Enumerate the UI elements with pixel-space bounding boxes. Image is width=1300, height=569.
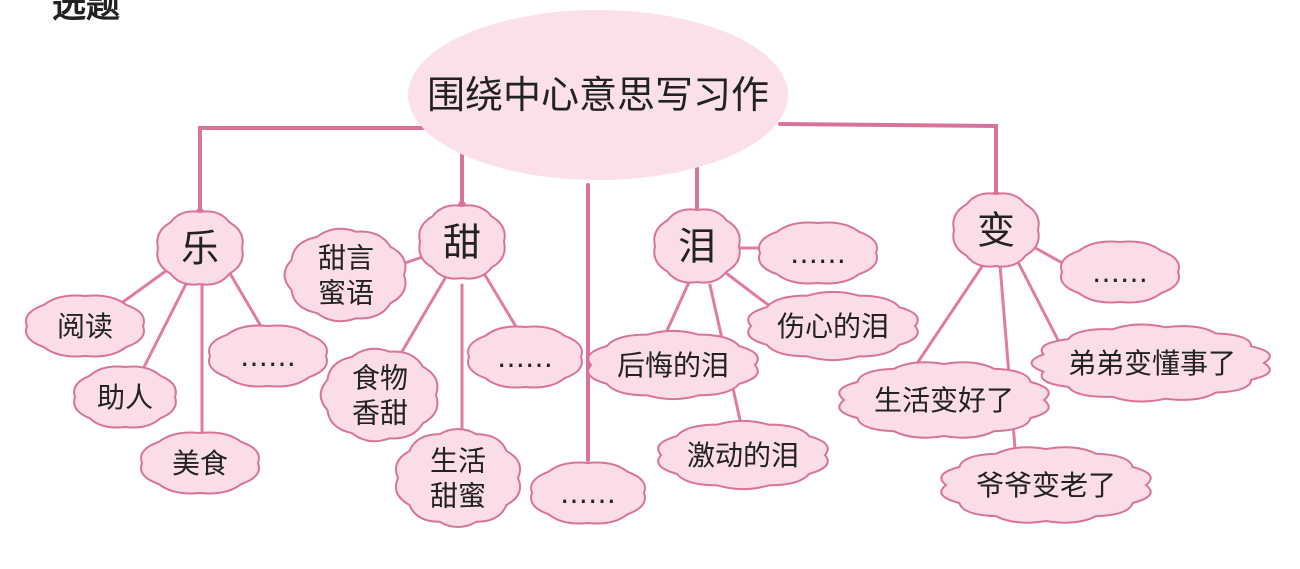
branch-le-cloud xyxy=(156,210,244,286)
leaf-le-more-label: …… xyxy=(240,340,296,373)
middle-more: …… xyxy=(530,461,646,525)
branch-tian-label: 甜 xyxy=(443,221,481,265)
branch-bian-cloud xyxy=(952,192,1040,268)
leaf-lei-shangxin: 伤心的泪 xyxy=(747,290,919,362)
leaf-lei-houhui-cloud xyxy=(587,329,759,401)
junction-dots xyxy=(196,191,1000,219)
branch-bian: 变 xyxy=(952,192,1040,268)
leaf-tian-shenghuo-cloud xyxy=(394,428,522,528)
leaf-bian-shenghuo: 生活变好了 xyxy=(838,361,1050,439)
leaf-bian-shenghuo-cloud xyxy=(838,361,1050,439)
leaf-lei-more: …… xyxy=(758,221,878,285)
leaf-lei-more-cloud xyxy=(758,221,878,285)
connector-lei-houhui xyxy=(663,278,692,337)
cropped-heading-fragment: 选题 xyxy=(52,0,120,26)
branch-lei: 泪 xyxy=(653,208,741,284)
leaf-lei-houhui-label: 后悔的泪 xyxy=(617,349,729,382)
leaf-bian-more-cloud xyxy=(1060,240,1180,304)
leaf-bian-shenghuo-label: 生活变好了 xyxy=(874,384,1014,417)
branch-lei-label: 泪 xyxy=(678,225,716,269)
leaf-le-zhuren-cloud xyxy=(73,365,177,429)
connector-bian-didi xyxy=(1016,260,1060,342)
leaf-bian-didi-cloud xyxy=(1030,323,1271,403)
connector-center-to-le xyxy=(198,126,432,214)
leaf-le-zhuren: 助人 xyxy=(73,365,177,429)
leaf-bian-more: …… xyxy=(1060,240,1180,304)
leaf-bian-yeye-label: 爷爷变老了 xyxy=(976,469,1116,502)
connector-tian-more xyxy=(483,273,517,327)
center-ellipse xyxy=(408,10,788,180)
middle-more-cloud xyxy=(530,461,646,525)
branch-le: 乐 xyxy=(156,210,244,286)
connector-tian-shiwu xyxy=(398,273,449,357)
leaf-tian-shenghuo-label: 生活 xyxy=(430,445,486,478)
connector-center-to-bian xyxy=(778,122,998,197)
connector-bian-shenghuo xyxy=(916,260,987,364)
leaf-tian-shiwu-label: 香甜 xyxy=(352,397,408,430)
leaf-bian-yeye-cloud xyxy=(940,446,1152,524)
leaf-le-yuedu-label: 阅读 xyxy=(57,310,113,343)
leaf-tian-tianyan-label: 蜜语 xyxy=(318,277,374,310)
branch-lei-cloud xyxy=(653,208,741,284)
leaf-tian-more: …… xyxy=(467,325,583,389)
branch-tian: 甜 xyxy=(418,204,506,280)
branch-bian-label: 变 xyxy=(977,209,1015,253)
leaf-lei-shangxin-label: 伤心的泪 xyxy=(777,310,889,343)
connector-lei-shangxin xyxy=(720,268,777,312)
leaf-le-more-cloud xyxy=(208,324,328,388)
branch-tian-cloud xyxy=(418,204,506,280)
leaf-bian-didi-label: 弟弟变懂事了 xyxy=(1068,347,1236,380)
leaf-tian-tianyan-label: 甜言 xyxy=(318,242,374,275)
leaf-le-yuedu: 阅读 xyxy=(25,294,145,358)
leaf-le-meishi: 美食 xyxy=(140,431,260,495)
middle-more-label: …… xyxy=(560,477,616,510)
leaf-lei-jidong-cloud xyxy=(657,419,829,491)
leaf-bian-didi: 弟弟变懂事了 xyxy=(1030,323,1271,403)
leaf-le-more: …… xyxy=(208,324,328,388)
center-label: 围绕中心意思写习作 xyxy=(427,73,769,117)
leaf-tian-tianyan-cloud xyxy=(283,227,407,323)
leaf-lei-shangxin-cloud xyxy=(747,290,919,362)
branch-le-label: 乐 xyxy=(181,227,219,271)
leaf-bian-more-label: …… xyxy=(1092,256,1148,289)
leaf-tian-more-cloud xyxy=(467,325,583,389)
leaf-le-meishi-label: 美食 xyxy=(172,447,228,480)
leaf-tian-more-label: …… xyxy=(497,341,553,374)
center-node: 围绕中心意思写习作 xyxy=(408,10,788,180)
leaf-bian-yeye: 爷爷变老了 xyxy=(940,446,1152,524)
connector-le-more xyxy=(226,268,264,330)
leaf-tian-shiwu-label: 食物 xyxy=(352,362,408,395)
leaf-tian-shiwu-cloud xyxy=(319,347,439,443)
leaf-tian-shenghuo-label: 甜蜜 xyxy=(430,480,486,513)
leaf-le-yuedu-cloud xyxy=(25,294,145,358)
connector-le-zhuren xyxy=(138,278,190,377)
leaf-lei-houhui: 后悔的泪 xyxy=(587,329,759,401)
leaf-lei-jidong: 激动的泪 xyxy=(657,419,829,491)
sub-connectors xyxy=(103,243,1077,450)
leaf-le-meishi-cloud xyxy=(140,431,260,495)
leaf-lei-jidong-label: 激动的泪 xyxy=(687,439,799,472)
main-connectors xyxy=(198,122,998,462)
leaf-lei-more-label: …… xyxy=(790,237,846,270)
leaf-le-zhuren-label: 助人 xyxy=(97,381,153,414)
